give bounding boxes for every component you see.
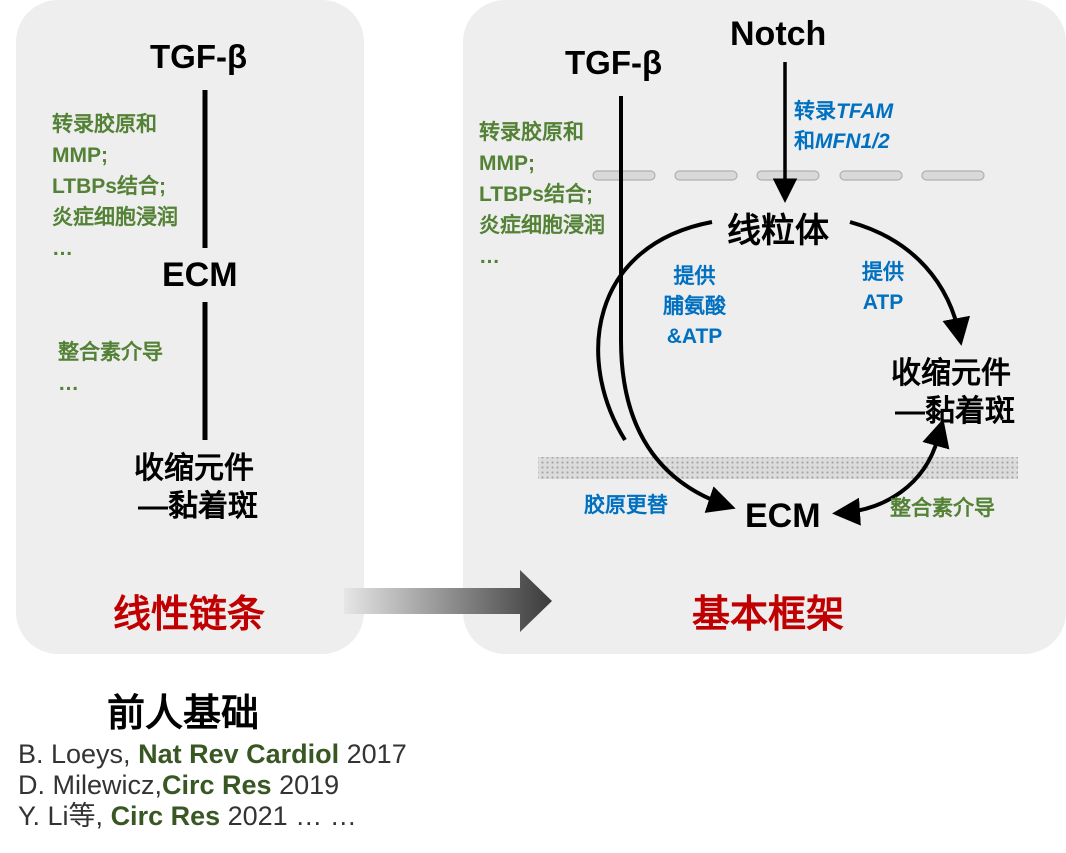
mito-to-ecm-arc [596, 220, 713, 442]
left-effect-line: 炎症细胞浸润 [52, 206, 178, 229]
transition-arrow [344, 570, 552, 632]
ref-author: Y. Li等, [18, 801, 111, 831]
left-effect-line: 转录胶原和 [52, 113, 157, 136]
ref-author: D. Milewicz, [18, 770, 163, 800]
mitochondria-label: 线粒体 [727, 212, 829, 250]
tgf-to-ecm-arrow [619, 96, 736, 513]
notch-transcription-note: 转录TFAM 和MFN1/2 [794, 97, 893, 157]
right-integrin-label: 整合素介导 [890, 497, 995, 520]
right-effect-line: LTBPs结合; [479, 183, 593, 206]
ref-year: 2021 … … [220, 801, 357, 831]
reference-item: Y. Li等, Circ Res 2021 … … [18, 801, 407, 832]
note-prefix: 和 [794, 130, 815, 153]
supply-atp: 提供 ATP [862, 258, 904, 318]
right-contractile-label: 收缩元件 —黏着斑 [891, 355, 1015, 431]
ref-year: 2019 [271, 770, 340, 800]
notch-label: Notch [730, 15, 827, 53]
right-effect-line: MMP; [479, 152, 535, 175]
right-tgf-label: TGF-β [565, 44, 663, 81]
gene-tfam: TFAM [836, 100, 894, 123]
contractile-ecm-arrow [832, 418, 950, 526]
note-prefix: 转录 [794, 100, 836, 123]
left-panel [16, 0, 364, 654]
notch-note-line-1: 转录TFAM [794, 97, 893, 127]
right-ecm-label: ECM [745, 497, 821, 535]
supply-line: 脯氨酸 [663, 295, 726, 318]
reference-item: B. Loeys, Nat Rev Cardiol 2017 [18, 739, 407, 770]
left-tgf-label: TGF-β [150, 38, 248, 75]
right-effect-line: 炎症细胞浸润 [479, 214, 605, 237]
right-caption: 基本框架 [692, 594, 845, 636]
cell-membrane [538, 457, 1018, 479]
left-tgf-effects: 转录胶原和 MMP; LTBPs结合; 炎症细胞浸润 … [52, 109, 178, 264]
reference-list: B. Loeys, Nat Rev Cardiol 2017 D. Milewi… [18, 739, 407, 832]
gene-mfn: MFN1/2 [815, 130, 890, 153]
notch-note-line-2: 和MFN1/2 [794, 127, 893, 157]
reference-item: D. Milewicz,Circ Res 2019 [18, 770, 407, 801]
mito-membrane [592, 170, 985, 181]
left-integrin-line: … [58, 372, 79, 395]
collagen-turnover-label: 胶原更替 [584, 494, 668, 517]
ref-journal: Circ Res [162, 770, 272, 800]
left-integrin-line: 整合素介导 [58, 341, 163, 364]
supply-proline-atp: 提供 脯氨酸 &ATP [663, 262, 726, 352]
contractile-line: —黏着斑 [138, 490, 258, 523]
left-integrin-note: 整合素介导 … [58, 337, 163, 399]
right-effect-line: 转录胶原和 [479, 121, 584, 144]
contractile-line: 收缩元件 [134, 452, 254, 485]
left-effect-line: LTBPs结合; [52, 175, 166, 198]
left-contractile-label: 收缩元件 —黏着斑 [134, 450, 258, 526]
supply-line: &ATP [666, 325, 723, 348]
ref-journal: Circ Res [110, 801, 221, 831]
supply-line: 提供 [862, 261, 904, 284]
ref-year: 2017 [339, 739, 407, 769]
right-effect-line: … [479, 245, 500, 268]
mito-to-contractile-arrow [849, 220, 971, 346]
left-caption: 线性链条 [113, 594, 266, 636]
left-effect-line: … [52, 237, 73, 260]
left-effect-line: MMP; [52, 144, 108, 167]
supply-line: 提供 [673, 265, 716, 288]
footer-title: 前人基础 [107, 693, 260, 735]
supply-line: ATP [862, 291, 904, 314]
ref-journal: Nat Rev Cardiol [138, 739, 340, 769]
right-tgf-effects: 转录胶原和 MMP; LTBPs结合; 炎症细胞浸润 … [479, 117, 605, 272]
contractile-line: —黏着斑 [895, 395, 1015, 428]
left-ecm-label: ECM [162, 256, 238, 294]
ref-author: B. Loeys, [18, 739, 139, 769]
contractile-line: 收缩元件 [891, 357, 1011, 390]
